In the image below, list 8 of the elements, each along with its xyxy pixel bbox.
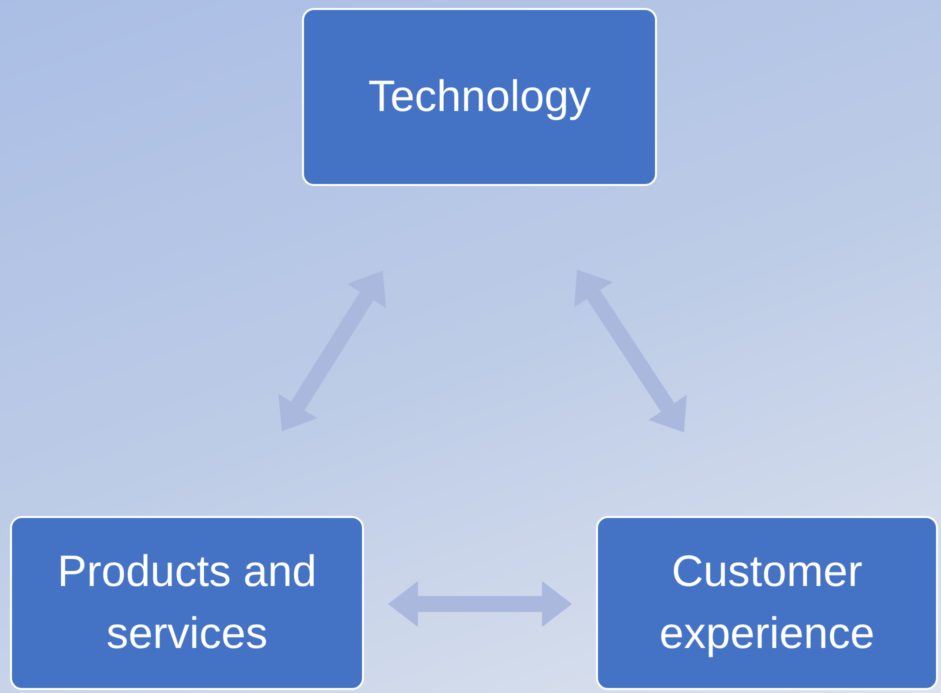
process-box [302, 8, 657, 186]
process-box [596, 516, 938, 690]
box-label: Customer experience [658, 546, 876, 660]
double-arrow [574, 270, 687, 432]
double-arrow [388, 581, 572, 628]
box-label: Products and services [56, 546, 318, 660]
process-box [10, 516, 364, 690]
box-label: Technology [368, 71, 591, 124]
